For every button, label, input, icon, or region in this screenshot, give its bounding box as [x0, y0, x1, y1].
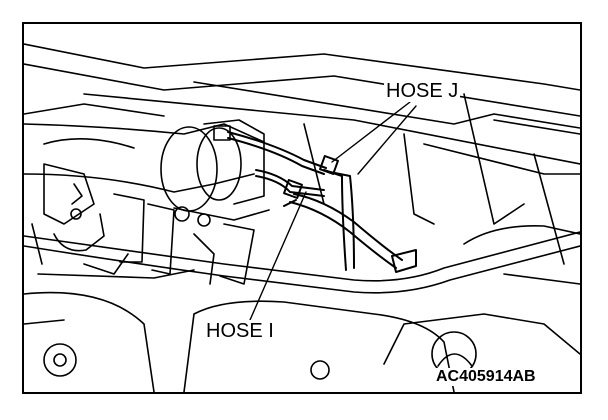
engine-bay-illustration — [24, 43, 580, 392]
hose-i-leader — [249, 191, 307, 321]
diagram-frame: HOSE J HOSE I AC405914AB — [22, 22, 582, 394]
hose-i-label: HOSE I — [204, 320, 276, 342]
hose-j-leader-1 — [331, 101, 411, 163]
hose-j-label: HOSE J — [384, 80, 461, 102]
lower-structure — [24, 225, 580, 392]
figure-code: AC405914AB — [434, 368, 538, 386]
hose-lines — [227, 131, 417, 273]
air-intake-duct — [24, 119, 270, 227]
leader-lines — [249, 101, 417, 321]
hose-j-leader-2 — [357, 105, 417, 175]
body-panels — [24, 43, 580, 265]
